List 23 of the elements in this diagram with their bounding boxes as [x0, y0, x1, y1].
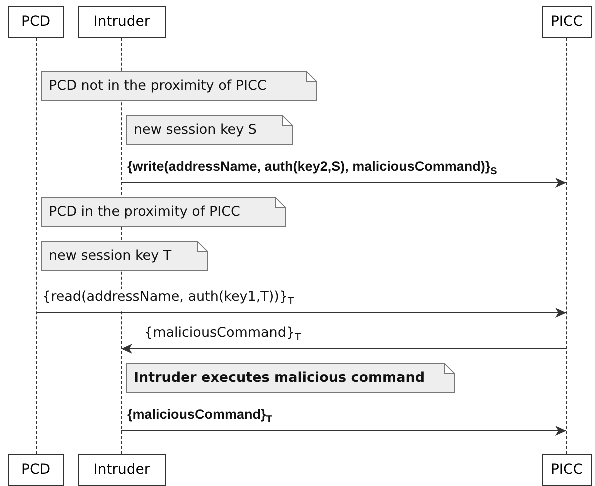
- note-text: PCD not in the proximity of PICC: [49, 78, 267, 94]
- message-arrow: [36, 308, 567, 318]
- participant-box: PICC: [542, 454, 592, 486]
- participant-box: Intruder: [78, 454, 166, 486]
- note-text: PCD in the proximity of PICC: [49, 204, 240, 220]
- note-box: [41, 241, 208, 271]
- note-text: new session key T: [49, 248, 172, 264]
- message-arrow: [121, 426, 567, 436]
- note-box: [126, 363, 455, 393]
- note-text: Intruder executes malicious command: [134, 370, 425, 386]
- participant-box: PCD: [8, 6, 64, 38]
- message-label: {read(addressName, auth(key1,T))}$_{T}$: [42, 289, 296, 311]
- participant-box: Intruder: [78, 6, 166, 38]
- note-text: new session key S: [134, 122, 257, 138]
- lifeline: [36, 38, 37, 454]
- message-arrow: [121, 344, 567, 354]
- note-box: [126, 115, 293, 145]
- lifeline: [566, 38, 567, 454]
- note-box: [41, 71, 317, 101]
- message-arrow: [121, 178, 567, 188]
- participant-box: PICC: [542, 6, 592, 38]
- participant-box: PCD: [8, 454, 64, 486]
- note-box: [41, 197, 286, 227]
